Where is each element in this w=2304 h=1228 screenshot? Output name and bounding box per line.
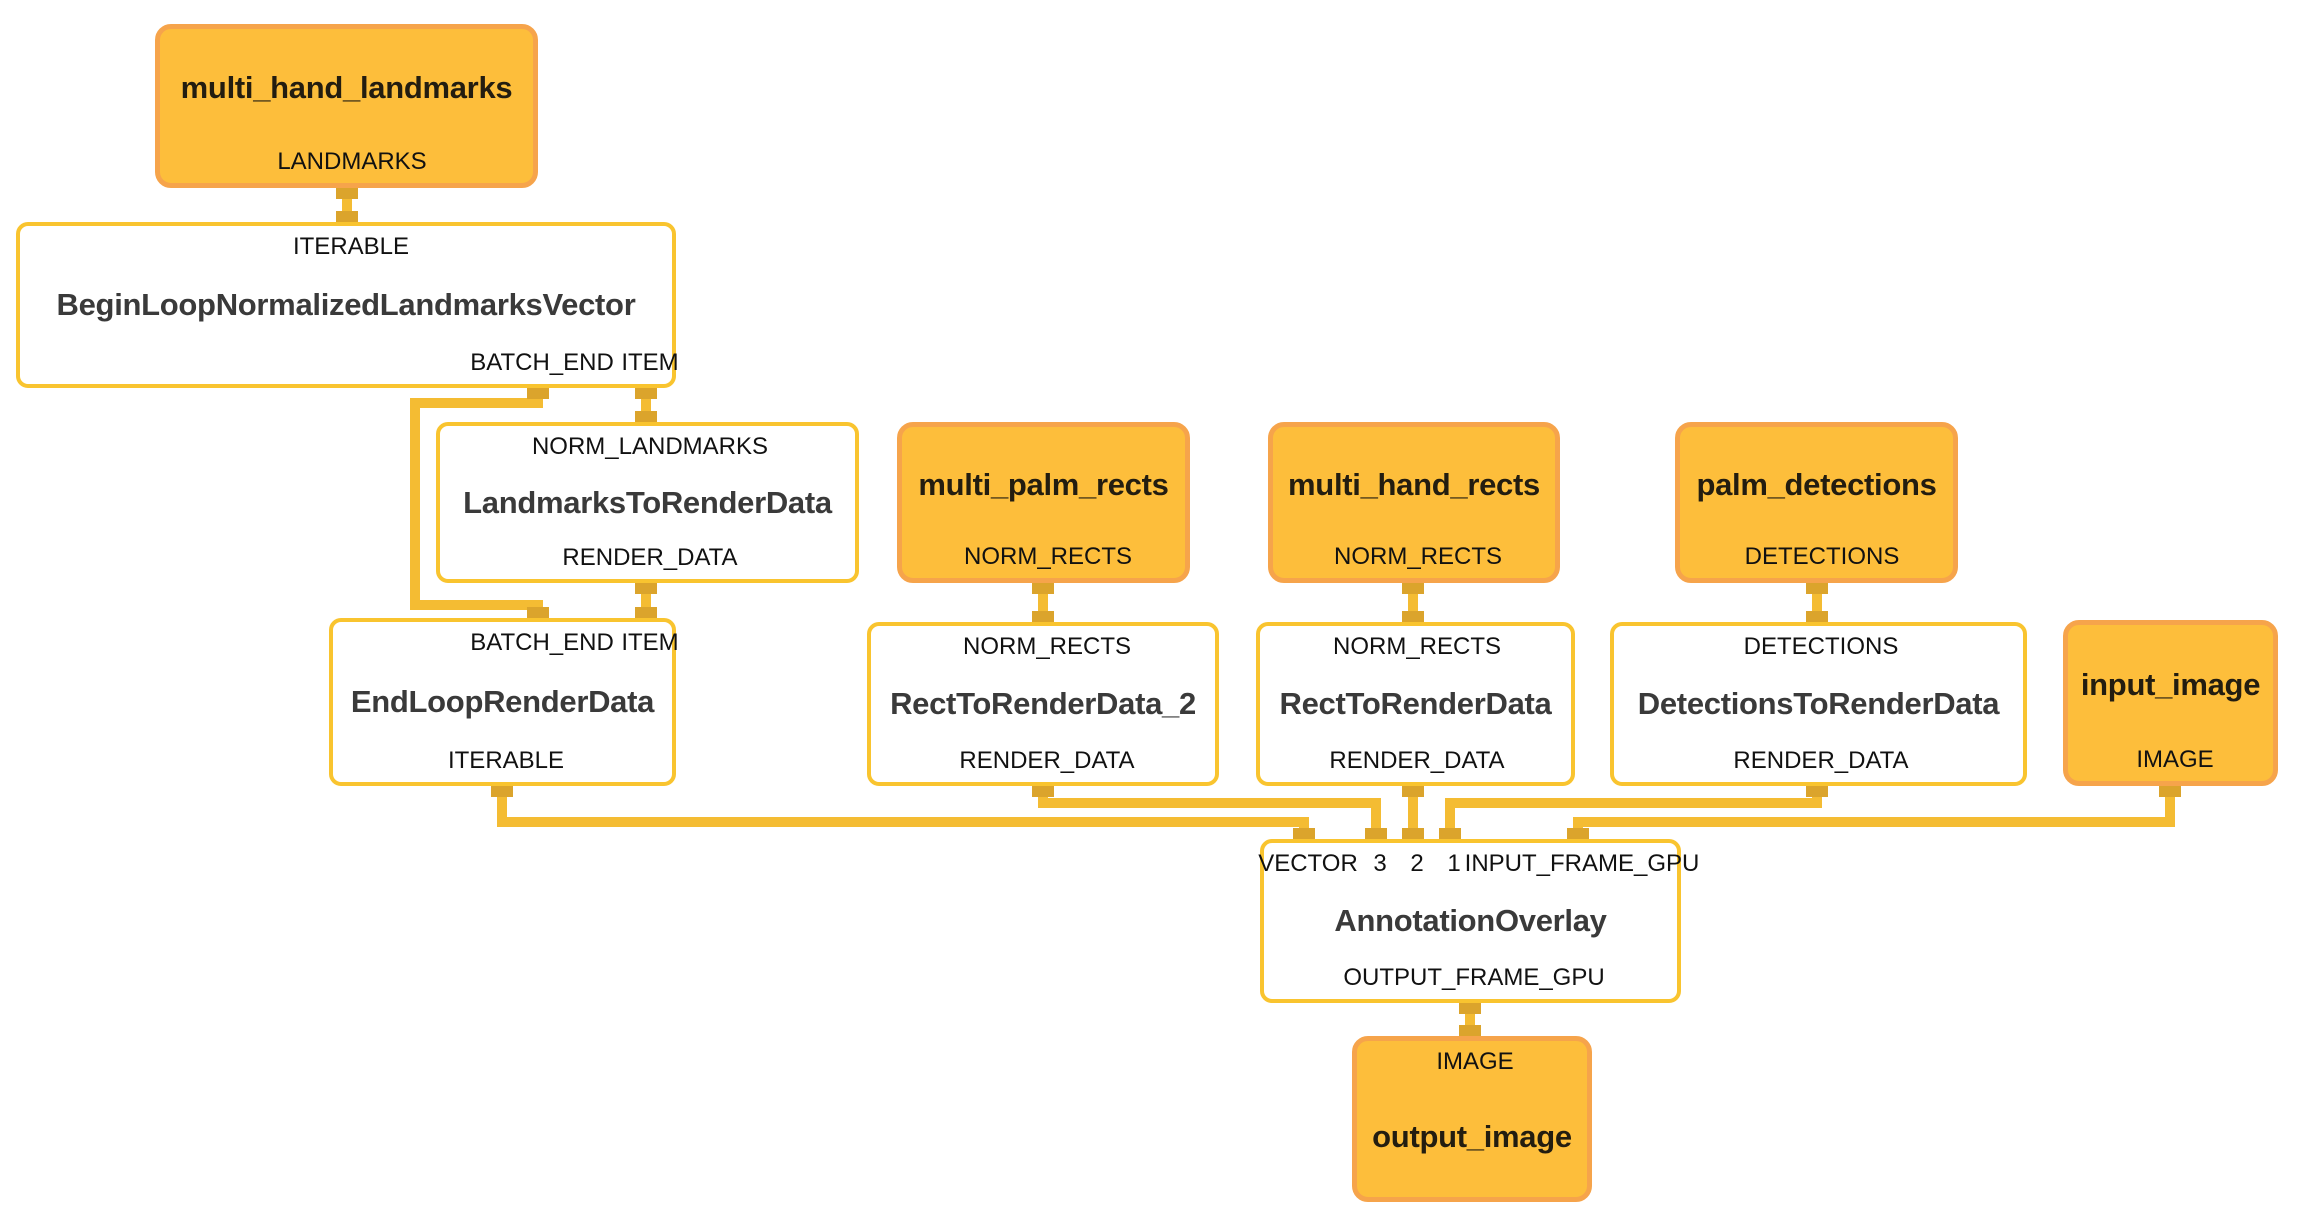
node-title: RectToRenderData_2 xyxy=(890,686,1196,721)
input-port-label: IMAGE xyxy=(1436,1048,1514,1075)
input-port-label: 1 xyxy=(1447,850,1461,877)
edge-input_image.IMAGE-to-annotation_overlay.INPUT_FRAME_GPU xyxy=(1573,786,2175,839)
node-title: output_image xyxy=(1372,1119,1572,1154)
input-port-label: NORM_RECTS xyxy=(1332,633,1502,660)
node-title: DetectionsToRenderData xyxy=(1637,686,2000,721)
node-title: multi_hand_landmarks xyxy=(180,70,513,105)
input-port-label: DETECTIONS xyxy=(1743,633,1899,660)
input-port-label: NORM_RECTS xyxy=(962,633,1132,660)
output-port-label: NORM_RECTS xyxy=(1333,543,1503,570)
input-port-label: ITEM xyxy=(621,629,679,656)
node-begin_loop_normalized_landmarks_vector[interactable]: BeginLoopNormalizedLandmarksVector ITERAB… xyxy=(16,222,679,388)
output-port-label: RENDER_DATA xyxy=(1733,747,1909,774)
node-title: LandmarksToRenderData xyxy=(463,484,832,520)
input-port-label: ITERABLE xyxy=(292,233,410,260)
edge-rect_to_render_data_2.RENDER_DATA-to-annotation_overlay.3 xyxy=(1038,786,1381,839)
output-port-label: ITERABLE xyxy=(447,747,565,774)
output-port-label: RENDER_DATA xyxy=(1329,747,1505,774)
input-port-label: 2 xyxy=(1410,850,1424,877)
node-title: AnnotationOverlay xyxy=(1334,903,1607,938)
node-landmarks_to_render_data[interactable]: LandmarksToRenderData NORM_LANDMARKS RENDE… xyxy=(436,422,859,583)
node-title: multi_palm_rects xyxy=(918,466,1169,502)
node-title: EndLoopRenderData xyxy=(350,684,655,719)
input-port-label: NORM_LANDMARKS xyxy=(531,433,769,460)
input-port-label: BATCH_END xyxy=(470,629,614,656)
output-port-label: RENDER_DATA xyxy=(562,544,738,571)
node-detections_to_render_data[interactable]: DetectionsToRenderData DETECTIONS RENDER_D… xyxy=(1610,622,2027,786)
edge-end_loop_render_data.ITERABLE-to-annotation_overlay.VECTOR xyxy=(497,786,1309,839)
output-port-label: ITEM xyxy=(621,349,679,376)
node-rect_to_render_data_2[interactable]: RectToRenderData_2 NORM_RECTS RENDER_DATA xyxy=(867,622,1219,786)
output-port-label: BATCH_END xyxy=(470,349,614,376)
output-port-label: RENDER_DATA xyxy=(959,747,1135,774)
output-port-label: DETECTIONS xyxy=(1744,543,1900,570)
node-title: input_image xyxy=(2080,667,2261,702)
output-port-label: IMAGE xyxy=(2136,746,2214,773)
input-port-label: 3 xyxy=(1373,850,1387,877)
node-output_image[interactable]: output_image IMAGE xyxy=(1352,1036,1592,1202)
node-title: RectToRenderData xyxy=(1279,686,1552,721)
node-title: palm_detections xyxy=(1696,466,1937,502)
node-rect_to_render_data[interactable]: RectToRenderData NORM_RECTS RENDER_DATA xyxy=(1256,622,1575,786)
input-port-label: INPUT_FRAME_GPU xyxy=(1464,850,1700,877)
input-port-label: VECTOR xyxy=(1258,850,1358,877)
output-port-label: LANDMARKS xyxy=(277,148,427,175)
output-port-label: OUTPUT_FRAME_GPU xyxy=(1343,964,1605,991)
node-title: multi_hand_rects xyxy=(1288,466,1540,502)
output-port-label: NORM_RECTS xyxy=(963,543,1133,570)
edge-detections_to_render_data.RENDER_DATA-to-annotation_overlay.1 xyxy=(1445,786,1822,839)
node-title: BeginLoopNormalizedLandmarksVector xyxy=(56,287,636,322)
node-end_loop_render_data[interactable]: EndLoopRenderData BATCH_END ITEM ITERABLE xyxy=(329,618,679,786)
